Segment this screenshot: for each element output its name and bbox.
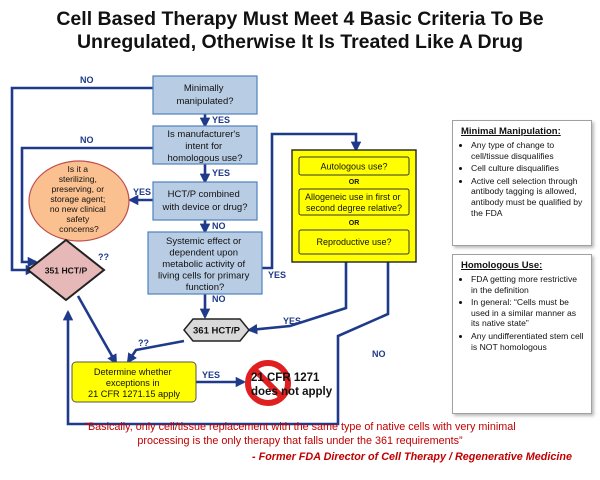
svg-text:Minimally manipulated?: Minimally manipulated?	[176, 83, 233, 107]
node-autologous-use	[298, 156, 410, 176]
or-label-1: OR	[349, 179, 360, 186]
connectors	[10, 86, 390, 426]
node-minimally-manipulated: Minimally manipulated?	[152, 75, 258, 115]
arrow-yellow-no-351	[62, 262, 390, 426]
quote-attribution: - Former FDA Director of Cell Therapy / …	[252, 451, 572, 463]
svg-text:351 HCT/P: 351 HCT/P	[45, 266, 88, 276]
homologous-use-title: Homologous Use:	[461, 260, 543, 271]
arrow-q2-no-351	[20, 146, 153, 268]
label-no-q4: NO	[212, 294, 226, 304]
list-item: FDA getting more restrictive in the defi…	[471, 274, 585, 295]
homologous-use-panel: Homologous Use: FDA getting more restric…	[452, 254, 592, 414]
svg-text:Determine whether except: Determine whether exceptions in 21 CFR 1…	[88, 367, 180, 399]
arrow-yellow-yes-361	[246, 262, 348, 335]
node-sterilizing-agent: Is it a sterilizing, preserving, or stor…	[28, 160, 130, 242]
reproductive-label: Reproductive use?	[316, 237, 391, 247]
node-reproductive-use	[298, 229, 410, 255]
label-qq-351: ??	[98, 252, 109, 262]
svg-text:Is it a sterilizing,: Is it a sterilizing, preserving, or stor…	[50, 164, 108, 234]
arrow-q4-yes-yellow	[262, 132, 362, 270]
label-yes-q2: YES	[212, 168, 230, 178]
node-hctp-combined: HCT/P combined with device or drug?	[152, 181, 258, 221]
label-yes-q4: YES	[268, 270, 286, 280]
svg-text:21 CFR 1271: 21 CFR 1271	[251, 372, 320, 384]
svg-text:Systemic effect or depen: Systemic effect or dependent upon metabo…	[158, 236, 252, 293]
autologous-label: Autologous use?	[320, 162, 387, 172]
minimal-manipulation-list: Any type of change to cell/tissue disqua…	[461, 140, 585, 218]
label-no-q3: NO	[212, 221, 226, 231]
homologous-use-list: FDA getting more restrictive in the defi…	[461, 274, 585, 352]
list-item: Any undifferentiated stem cell is NOT ho…	[471, 331, 585, 352]
label-yes-q3-agent: YES	[133, 187, 151, 197]
label-no-q2: NO	[80, 135, 94, 145]
node-does-not-apply: 21 CFR 1271 does not apply	[251, 372, 333, 398]
node-determine-exceptions: Determine whether exceptions in 21 CFR 1…	[71, 361, 197, 403]
svg-text:HCT/P combined with devi: HCT/P combined with device or drug?	[161, 189, 247, 213]
svg-text:does not apply: does not apply	[251, 386, 333, 398]
title-line-1: Cell Based Therapy Must Meet 4 Basic Cri…	[56, 8, 544, 30]
list-item: Active cell selection through antibody t…	[471, 176, 585, 218]
node-361-hctp: 361 HCT/P	[183, 318, 250, 342]
arrow-361-determine	[126, 339, 185, 364]
no-symbol-icon	[245, 360, 291, 406]
label-yes-determine: YES	[202, 370, 220, 380]
connector-labels: NO NO YES YES YES NO YES NO ?? ?? YES NO…	[80, 75, 386, 380]
list-item: In general: “Cells must be used in a sim…	[471, 297, 585, 329]
label-no-q1: NO	[80, 75, 94, 85]
list-item: Any type of change to cell/tissue disqua…	[471, 140, 585, 161]
label-yes-q1: YES	[212, 115, 230, 125]
title-line-2: Unregulated, Otherwise It Is Treated Lik…	[76, 31, 524, 53]
quote: “Basically, only cell/tissue replacement…	[30, 420, 570, 448]
arrow-351-determine	[76, 295, 118, 365]
node-351-hctp: 351 HCT/P	[26, 238, 106, 302]
svg-text:361 HCT/P: 361 HCT/P	[193, 326, 241, 337]
node-homologous-criteria-group: Autologous use? OR Allogeneic use in fir…	[291, 149, 417, 263]
minimal-manipulation-panel: Minimal Manipulation: Any type of change…	[452, 120, 592, 246]
page-title: Cell Based Therapy Must Meet 4 Basic Cri…	[0, 8, 600, 54]
quote-line-2: processing is the only therapy that fall…	[137, 435, 463, 447]
minimal-manipulation-title: Minimal Manipulation:	[461, 126, 561, 137]
arrow-q1-no-351	[10, 86, 153, 276]
quote-line-1: “Basically, only cell/tissue replacement…	[84, 421, 516, 433]
node-allogeneic-use	[298, 188, 410, 216]
node-homologous-intent: Is manufacturer's intent for homologous …	[152, 125, 258, 165]
node-systemic-effect: Systemic effect or dependent upon metabo…	[147, 231, 263, 295]
svg-text:Allogeneic use in first or: Allogeneic use in first or second degree…	[305, 192, 403, 213]
or-label-2: OR	[349, 220, 360, 227]
label-no-yellow: NO	[372, 349, 386, 359]
svg-text:Is manufacturer's intent: Is manufacturer's intent for homologous …	[167, 129, 242, 164]
list-item: Cell culture disqualifies	[471, 163, 585, 174]
label-qq-361: ??	[138, 338, 149, 348]
label-yes-yellow: YES	[283, 316, 301, 326]
